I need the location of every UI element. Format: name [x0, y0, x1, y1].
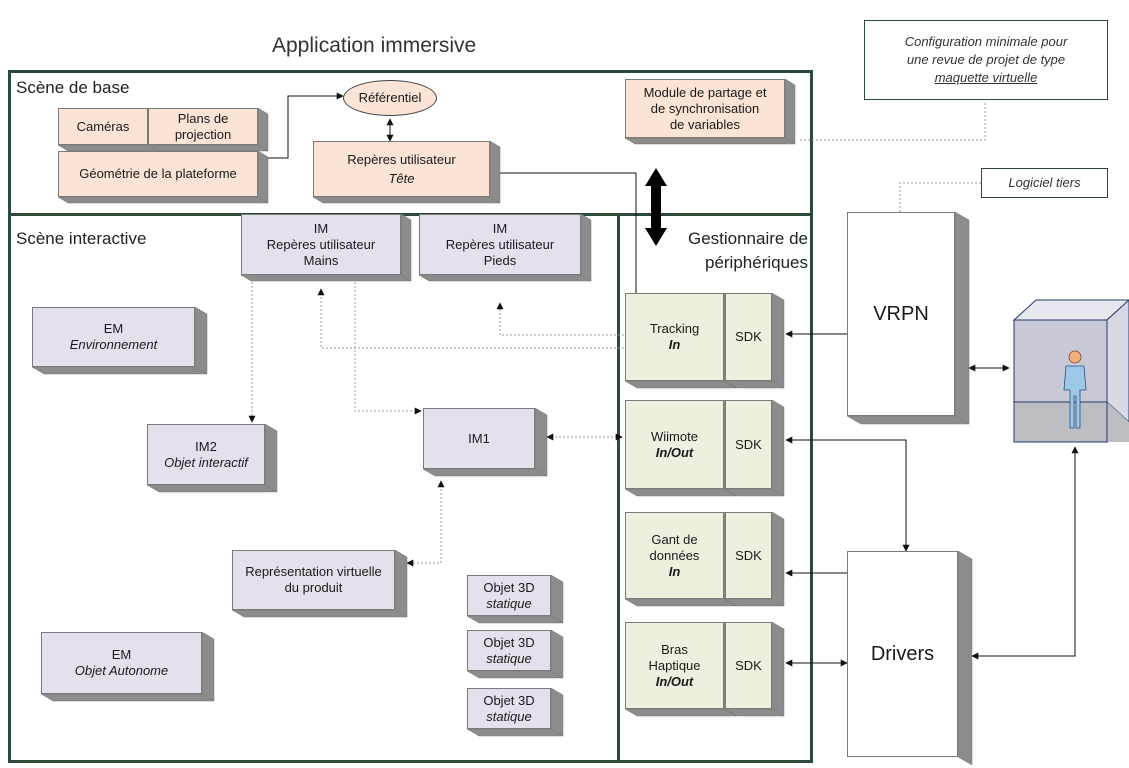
geometry-box: Géométrie de la plateforme	[58, 151, 258, 197]
hands-label-3: Mains	[303, 252, 339, 268]
cameras-box: Caméras	[58, 108, 148, 145]
haptic-arm-device-box: Bras Haptique In/Out	[625, 622, 724, 709]
env-label-2: Environnement	[69, 337, 158, 352]
haptic-sdk-label: SDK	[735, 657, 762, 673]
glove-name-2: données	[649, 547, 700, 563]
sharing-label-1: Module de partage et	[643, 84, 767, 100]
env-label-1: EM	[103, 321, 124, 336]
sharing-module-box: Module de partage et de synchronisation …	[625, 79, 785, 138]
autonomous-label-2: Objet Autonome	[74, 663, 169, 678]
referential-label: Référentiel	[358, 90, 422, 105]
tracking-device-box: Tracking In	[625, 293, 724, 381]
sharing-label-2: de synchronisation	[650, 100, 760, 116]
connector-projection-referential	[268, 92, 344, 159]
projection-label-2: projection	[174, 126, 232, 142]
glove-name-1: Gant de	[651, 531, 698, 547]
feet-im-box: IM Repères utilisateur Pieds	[419, 214, 581, 275]
product-label-2: du produit	[284, 580, 343, 595]
box-extrusions	[31, 78, 973, 766]
product-label-1: Représentation virtuelle	[245, 564, 382, 579]
static-object-3-label: Objet 3D	[483, 692, 535, 708]
drivers-label: Drivers	[870, 643, 935, 665]
head-label-1: Repères utilisateur	[347, 152, 456, 167]
head-frame-box: Repères utilisateur Tête	[313, 141, 490, 197]
static-object-3-sub: statique	[486, 708, 532, 724]
static-object-1: Objet 3D statique	[467, 575, 551, 616]
drivers-box: Drivers	[847, 551, 958, 757]
hands-label-1: IM	[313, 220, 329, 236]
static-object-2: Objet 3D statique	[467, 630, 551, 671]
feet-label-2: Repères utilisateur	[445, 236, 555, 252]
referential-node: Référentiel	[343, 80, 437, 116]
tracking-sdk-label: SDK	[735, 329, 762, 344]
head-label-2: Tête	[388, 171, 415, 186]
third-party-note-text: Logiciel tiers	[1008, 175, 1081, 190]
haptic-mode: In/Out	[655, 673, 694, 689]
sharing-label-3: de variables	[669, 116, 741, 132]
device-manager-label: Gestionnaire de périphériques	[638, 227, 808, 275]
config-note: Configuration minimale pour une revue de…	[864, 20, 1108, 100]
diagram-title: Application immersive	[272, 34, 477, 57]
config-note-line-3: maquette virtuelle	[934, 70, 1038, 85]
wiimote-name: Wiimote	[651, 428, 698, 444]
connector-im1-product	[406, 480, 445, 567]
wiimote-mode: In/Out	[655, 444, 694, 460]
static-object-1-sub: statique	[486, 595, 532, 611]
im2-label-1: IM2	[195, 438, 217, 454]
im2-box: IM2 Objet interactif	[147, 424, 265, 485]
hands-im-box: IM Repères utilisateur Mains	[241, 214, 401, 275]
haptic-sdk-box: SDK	[725, 622, 772, 709]
base-scene-label: Scène de base	[16, 78, 130, 97]
vrpn-label: VRPN	[873, 303, 929, 325]
connector-hands-im1	[354, 282, 422, 415]
config-note-line-1: Configuration minimale pour	[904, 34, 1068, 49]
device-manager-label-1: Gestionnaire de	[687, 229, 808, 248]
wiimote-sdk-box: SDK	[725, 400, 772, 489]
wiimote-device-box: Wiimote In/Out	[625, 400, 724, 489]
projection-label-1: Plans de	[177, 110, 229, 126]
connector-tracking-hands	[317, 288, 624, 349]
feet-label-1: IM	[492, 220, 508, 236]
third-party-note: Logiciel tiers	[981, 168, 1108, 198]
connector-tracking-head	[489, 169, 637, 293]
product-representation-box: Représentation virtuelle du produit	[232, 550, 395, 610]
vrpn-box: VRPN	[847, 212, 955, 416]
device-manager-label-2: périphériques	[704, 253, 808, 272]
feet-label-3: Pieds	[483, 252, 517, 268]
cameras-label: Caméras	[76, 118, 130, 134]
environment-em-box: EM Environnement	[32, 307, 195, 367]
static-object-2-label: Objet 3D	[483, 634, 535, 650]
connector-tracking-feet	[496, 302, 624, 336]
haptic-name-1: Bras	[661, 641, 688, 657]
static-object-3: Objet 3D statique	[467, 688, 551, 729]
autonomous-em-box: EM Objet Autonome	[41, 632, 202, 694]
glove-sdk-box: SDK	[725, 512, 772, 599]
connector-sharing-note	[800, 101, 986, 141]
connector-sdk2-drivers	[785, 436, 910, 552]
connector-drivers-room	[971, 446, 1079, 660]
hands-label-2: Repères utilisateur	[266, 236, 376, 252]
autonomous-label-1: EM	[111, 647, 132, 662]
wiimote-sdk-label: SDK	[735, 436, 762, 452]
im1-label: IM1	[468, 430, 490, 446]
glove-sdk-label: SDK	[735, 547, 762, 563]
haptic-name-2: Haptique	[648, 657, 701, 673]
glove-device-box: Gant de données In	[625, 512, 724, 599]
static-object-1-label: Objet 3D	[483, 579, 535, 595]
interactive-scene-label: Scène interactive	[16, 229, 147, 248]
geometry-label: Géométrie de la plateforme	[79, 166, 237, 181]
config-note-line-2: une revue de projet de type	[906, 52, 1066, 67]
tracking-sdk-box: SDK	[725, 293, 772, 381]
tracking-name: Tracking	[649, 321, 700, 336]
projection-box: Plans de projection	[148, 108, 258, 145]
glove-mode: In	[668, 563, 681, 579]
tracking-mode: In	[668, 337, 681, 352]
im1-box: IM1	[423, 408, 535, 469]
connector-vrpn-note	[899, 182, 981, 212]
static-object-2-sub: statique	[486, 650, 532, 666]
im2-label-2: Objet interactif	[164, 454, 248, 470]
